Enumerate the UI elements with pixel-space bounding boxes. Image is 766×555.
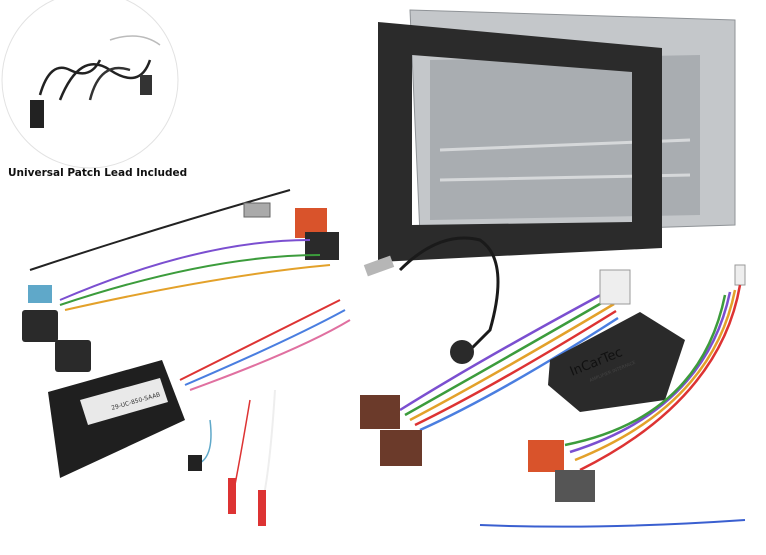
speaker-harness bbox=[479, 264, 746, 528]
amplifier-interface: InCarTec AMPLIFIER INTERFACE bbox=[548, 312, 685, 412]
canbus-harness: 29-UC-850-SAAB bbox=[22, 189, 351, 526]
patch-lead-caption: Universal Patch Lead Included bbox=[8, 167, 188, 179]
fakra-connector bbox=[28, 285, 52, 303]
double-din-fascia bbox=[378, 22, 662, 262]
patch-lead-inset bbox=[1, 0, 179, 169]
antenna-adaptor bbox=[363, 236, 500, 364]
iso-harness bbox=[360, 269, 631, 466]
